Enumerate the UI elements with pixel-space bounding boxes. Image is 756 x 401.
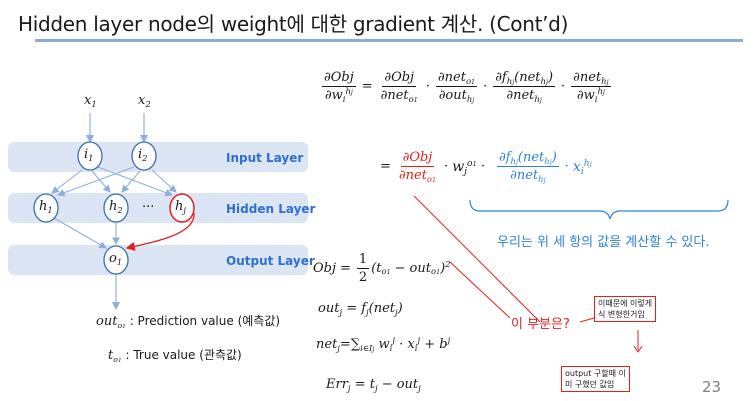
input-layer-band (8, 142, 308, 172)
node-hj-label: hj (175, 199, 186, 215)
error-definition: Errj = tj − outj (326, 377, 421, 393)
box-connector-arrow (633, 345, 643, 353)
node-h1 (33, 193, 59, 223)
box1-pointer-line (579, 317, 595, 323)
node-hj (169, 193, 195, 223)
note-box-transform: 이때문에 이렇게 식 변형한거임 (594, 296, 657, 322)
output-layer-band (8, 245, 308, 275)
edge-i2-h2 (121, 170, 141, 193)
input-x2-label: x2 (138, 93, 151, 109)
node-h2 (103, 193, 129, 223)
note-box-output: output 구할때 이 미 구했던 값임 (561, 366, 630, 392)
weight-term: wjo1 (452, 158, 477, 177)
edge-i1-h2 (91, 170, 111, 193)
hidden-ellipsis: ··· (142, 200, 155, 215)
factor1-fraction: ∂Obj ∂neto1 (380, 70, 418, 104)
legend-true-value: to1 : True value (관측값) (108, 348, 242, 364)
output-layer-label: Output Layer (226, 254, 315, 268)
edge-i1-hj (97, 166, 174, 197)
question-pointer-line (413, 195, 541, 323)
half-fraction: 1 2 (356, 252, 370, 285)
node-o1-label: o1 (109, 251, 123, 267)
node-i1-label: i1 (84, 147, 94, 163)
factor4-fraction: ∂nethj ∂wihj (571, 70, 611, 104)
output-definition: outj = fj(netj) (318, 301, 403, 317)
obj-pointer-line (449, 261, 511, 319)
hidden-layer-label: Hidden Layer (226, 202, 316, 216)
page-number: 23 (702, 378, 722, 396)
node-h2-label: h2 (109, 199, 123, 215)
gradient-chain-rule-equation: ∂Obj ∂wihj = ∂Obj ∂neto1 · ∂neto1 ∂outhj… (322, 70, 611, 104)
blue-brace (469, 199, 729, 220)
node-i1 (77, 141, 103, 171)
blue-activation-fraction: ∂fhj(nethj) ∂nethj (496, 150, 559, 184)
edge-i2-hj (151, 169, 177, 193)
gradient-simplified-equation: = ∂Obj ∂neto1 · wjo1 · ∂fhj(nethj) ∂neth… (380, 150, 592, 184)
neural-network-diagram (33, 113, 195, 311)
red-unknown-fraction: ∂Obj ∂neto1 (398, 150, 437, 184)
input-x1-label: x1 (84, 93, 97, 109)
edge-hj-o1-highlight (125, 212, 195, 251)
edge-h1-o1 (53, 217, 107, 249)
factor2-fraction: ∂neto1 ∂outhj (435, 70, 478, 104)
title-underline (35, 39, 743, 42)
edge-i2-h1 (56, 166, 135, 197)
calculable-terms-note: 우리는 위 세 항의 값을 계산할 수 있다. (497, 235, 710, 250)
legend-prediction: outo1 : Prediction value (예측값) (96, 314, 281, 330)
net-input-definition: netj=∑i∈Ij wij · xij + bj (316, 335, 451, 353)
factor3-fraction: ∂fhj(nethj) ∂nethj (493, 70, 556, 104)
question-note: 이 부분은? (511, 317, 570, 332)
node-o1 (103, 245, 129, 275)
input-layer-label: Input Layer (226, 151, 304, 165)
slide-title: Hidden layer node의 weight에 대한 gradient 계… (18, 12, 569, 36)
lhs-fraction: ∂Obj ∂wihj (322, 70, 356, 104)
node-i2-label: i2 (138, 147, 148, 163)
node-i2 (131, 141, 157, 171)
input-term: xihj (572, 158, 592, 177)
node-h1-label: h1 (39, 199, 53, 215)
